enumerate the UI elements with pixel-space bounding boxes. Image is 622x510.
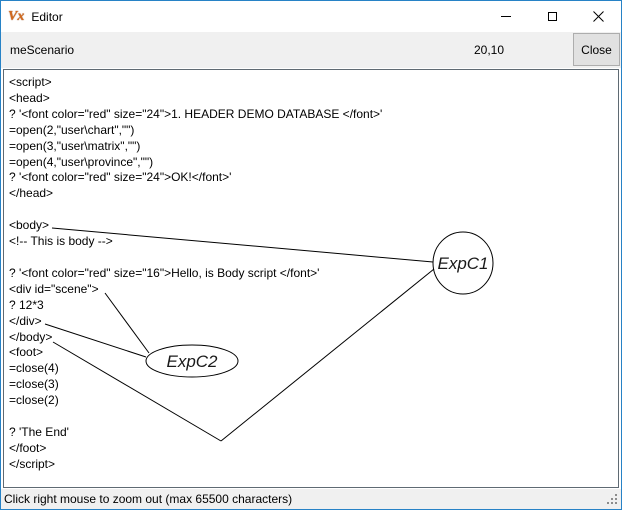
script-line: <foot>: [9, 345, 44, 360]
script-line: =close(4): [9, 361, 59, 376]
resize-grip-icon: [607, 494, 617, 504]
script-line: </head>: [9, 186, 54, 201]
script-line: </body>: [9, 329, 53, 344]
script-line: ? 'The End': [9, 424, 69, 439]
close-icon: [592, 11, 604, 22]
script-line: <body>: [9, 218, 50, 233]
script-line: </foot>: [9, 440, 47, 455]
caption-buttons: [483, 1, 621, 32]
script-line: =open(3,"user\matrix",""): [9, 138, 141, 153]
script-line: <div id="scene">: [9, 281, 99, 296]
window-title: Editor: [31, 9, 63, 24]
script-line: ? '<font color="red" size="16">Hello, is…: [9, 265, 320, 280]
script-line: <head>: [9, 90, 50, 105]
maximize-icon: [547, 12, 557, 21]
script-line: ? '<font color="red" size="24">1. HEADER…: [9, 106, 383, 121]
script-line: [9, 409, 618, 425]
toolbar: meScenario 20,10 Close: [1, 32, 621, 68]
status-bar: Click right mouse to zoom out (max 65500…: [1, 488, 621, 509]
cursor-position-indicator: 20,10: [473, 43, 504, 57]
script-line: [9, 250, 618, 266]
script-line: =open(4,"user\province",""): [9, 154, 154, 169]
annotation-node-expc2[interactable]: ExpC2: [145, 344, 239, 378]
scenario-name-label: meScenario: [10, 43, 75, 57]
close-window-button[interactable]: [575, 1, 621, 32]
script-line: ? '<font color="red" size="24">OK!</font…: [9, 170, 232, 185]
script-line: </div>: [9, 313, 42, 328]
svg-text:ExpC1: ExpC1: [437, 254, 488, 273]
script-line: =close(2): [9, 393, 59, 408]
script-line: <script>: [9, 75, 52, 89]
maximize-button[interactable]: [529, 1, 575, 32]
editor-canvas[interactable]: <script><head>? '<font color="red" size=…: [3, 69, 619, 488]
title-bar: Vx Editor: [1, 1, 621, 32]
minimize-button[interactable]: [483, 1, 529, 32]
script-line: =close(3): [9, 377, 59, 392]
script-line: </script>: [9, 456, 56, 471]
script-line: ? 12*3: [9, 297, 44, 312]
minimize-icon: [501, 16, 511, 17]
annotation-node-expc1[interactable]: ExpC1: [432, 231, 494, 295]
app-logo-icon: Vx: [8, 8, 25, 24]
status-text: Click right mouse to zoom out (max 65500…: [4, 492, 293, 506]
svg-text:ExpC2: ExpC2: [166, 352, 218, 371]
script-line: <!-- This is body -->: [9, 234, 113, 249]
script-line: =open(2,"user\chart",""): [9, 122, 135, 137]
script-line: [9, 202, 618, 218]
script-text: <script><head>? '<font color="red" size=…: [9, 75, 618, 473]
resize-grip[interactable]: [607, 494, 618, 505]
close-button[interactable]: Close: [573, 33, 620, 66]
